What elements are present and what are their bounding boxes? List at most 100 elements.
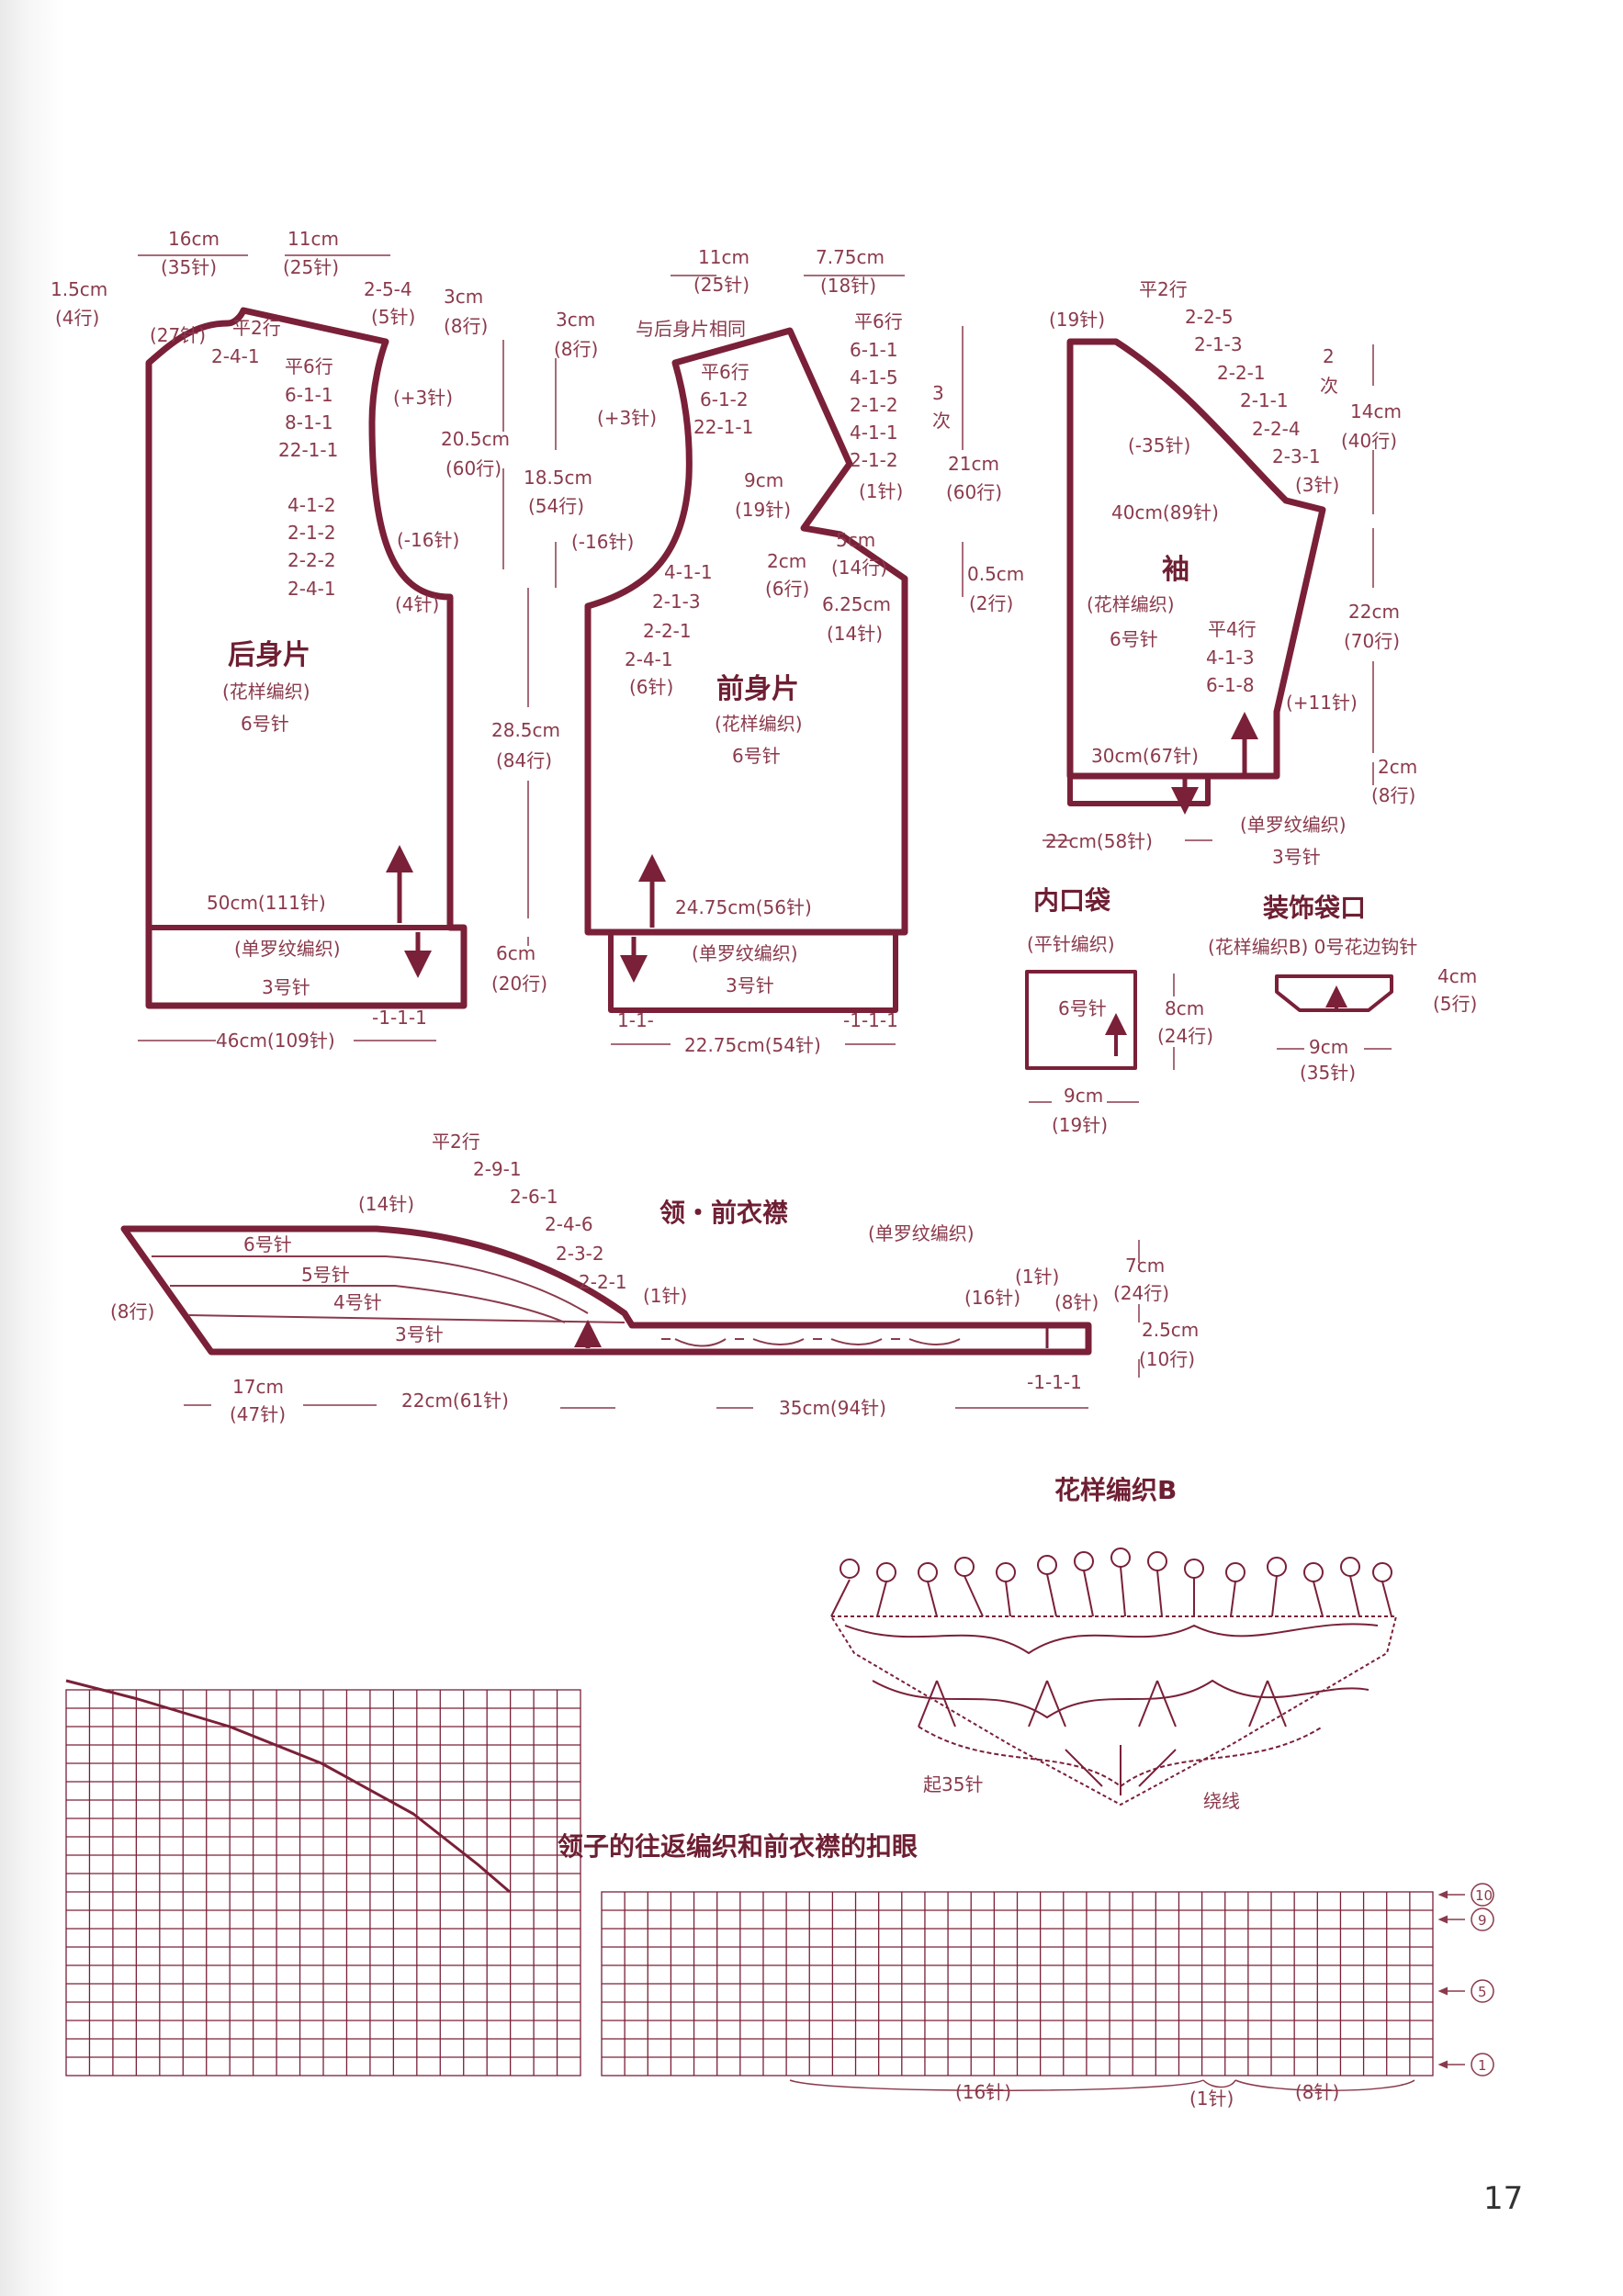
- back-st25: (25针): [283, 256, 339, 278]
- collar-needle5: 5号针: [301, 1264, 350, 1286]
- sleeve-r70: (70行): [1344, 630, 1400, 652]
- back-rib-mark: -1-1-1: [372, 1007, 427, 1029]
- collar-c2: 2-6-1: [510, 1186, 558, 1208]
- front-h5: 5cm: [836, 529, 875, 551]
- deco-pocket-pattern: (花样编织B) 0号花边钩针: [1208, 936, 1417, 958]
- sleeve-flat4: 平4行: [1208, 618, 1257, 640]
- collar-needle6: 6号针: [243, 1233, 292, 1255]
- pattern-b-start: 起35针: [923, 1773, 983, 1795]
- sleeve-h2: 2cm: [1378, 756, 1417, 778]
- collar-piece: [120, 1225, 1092, 1356]
- collar-st47: (47针): [230, 1403, 286, 1425]
- deco-pocket-piece: [1275, 974, 1393, 1012]
- chart-row10: 10: [1475, 1887, 1493, 1904]
- front-p3: (+3针): [597, 407, 657, 429]
- sleeve-c1: 2-2-5: [1185, 306, 1234, 328]
- collar-rib-mark: -1-1-1: [1027, 1371, 1082, 1393]
- back-flat2: 平2行: [232, 317, 281, 339]
- front-w775: 7.75cm: [816, 246, 885, 268]
- sleeve-p11: (+11针): [1286, 692, 1358, 714]
- chart-st8: (8针): [1295, 2081, 1339, 2103]
- back-st27: (27针): [150, 324, 206, 346]
- back-arm3: 2-2-2: [287, 549, 336, 571]
- front-f2: 22-1-1: [693, 416, 753, 438]
- inner-pocket-st19: (19针): [1052, 1114, 1108, 1136]
- chart-labels: 领子的往返编织和前衣襟的扣眼 (16针) (1针) (8针) 10 9 5 1: [558, 1831, 1493, 2110]
- deco-pocket-h4: 4cm: [1437, 965, 1477, 987]
- chart-st1: (1针): [1189, 2088, 1234, 2110]
- front-w2475: 24.75cm(56针): [675, 896, 812, 918]
- pattern-b-labels: 花样编织B 起35针 绕线: [923, 1475, 1240, 1812]
- sleeve-two: 2: [1323, 345, 1335, 367]
- chart-st16: (16针): [955, 2081, 1011, 2103]
- collar-c1: 2-9-1: [473, 1158, 522, 1180]
- back-w16: 16cm: [168, 228, 220, 250]
- sleeve-c6: 2-3-1: [1272, 445, 1321, 467]
- sleeve-rib-needle: 3号针: [1272, 846, 1321, 868]
- back-piece: [145, 307, 468, 1009]
- collar-r10: (10行): [1139, 1348, 1195, 1370]
- collar-ribbing: (单罗纹编织): [868, 1222, 975, 1244]
- collar-c4: 2-3-2: [556, 1243, 604, 1265]
- collar-labels: 领・前衣襟 (单罗纹编织) 平2行 2-9-1 2-6-1 2-4-6 2-3-…: [110, 1131, 1199, 1425]
- back-m16: (-16针): [397, 529, 459, 551]
- inner-pocket-h8: 8cm: [1165, 997, 1204, 1019]
- collar-flat2: 平2行: [432, 1131, 480, 1153]
- front-title: 前身片: [716, 673, 799, 705]
- front-ribbing: (单罗纹编织): [692, 942, 798, 964]
- collar-title: 领・前衣襟: [659, 1198, 788, 1228]
- inner-pocket-pattern: (平针编织): [1027, 933, 1115, 955]
- collar-c5: 2-2-1: [579, 1271, 627, 1293]
- back-ribbing: (单罗纹编织): [234, 938, 341, 960]
- collar-c3: 2-4-6: [545, 1213, 593, 1235]
- back-w50: 50cm(111针): [207, 892, 326, 914]
- back-h15: 1.5cm: [51, 278, 107, 300]
- chart-title: 领子的往返编织和前衣襟的扣眼: [558, 1831, 918, 1862]
- collar-w17: 17cm: [232, 1376, 284, 1398]
- center-h185: 18.5cm: [524, 467, 592, 489]
- back-sh254: 2-5-4: [364, 278, 412, 300]
- back-pattern: (花样编织): [222, 681, 310, 703]
- pattern-b-title: 花样编织B: [1054, 1475, 1177, 1505]
- front-pattern: (花样编织): [715, 713, 803, 735]
- front-st25: (25针): [693, 274, 750, 296]
- sleeve-h22: 22cm: [1348, 601, 1400, 623]
- back-arm4: 2-4-1: [287, 578, 336, 600]
- back-st35: (35针): [161, 256, 217, 278]
- front-w9: 9cm: [744, 469, 783, 491]
- front-r14: (14行): [831, 557, 887, 579]
- sleeve-w22: 22cm(58针): [1045, 830, 1153, 852]
- center-h285: 28.5cm: [491, 719, 560, 741]
- collar-needle4: 4号针: [333, 1291, 382, 1313]
- collar-needle3: 3号针: [395, 1323, 444, 1345]
- chart-row5: 5: [1478, 1984, 1487, 2000]
- back-rib-needle: 3号针: [262, 976, 310, 998]
- collar-h7: 7cm: [1125, 1255, 1165, 1277]
- front-needle: 6号针: [732, 745, 781, 767]
- front-n3: 2-1-2: [850, 394, 898, 416]
- collar-w35: 35cm(94针): [779, 1397, 886, 1419]
- back-a1: 6-1-1: [285, 384, 333, 406]
- chart-row1: 1: [1478, 2057, 1487, 2074]
- front-three: 3: [932, 382, 944, 404]
- center-h205: 20.5cm: [441, 428, 510, 450]
- front-w11: 11cm: [698, 246, 750, 268]
- front-h2: 2cm: [767, 550, 806, 572]
- front-flat6a: 平6行: [701, 361, 750, 383]
- sleeve-c5: 2-2-4: [1252, 418, 1301, 440]
- collar-st14: (14针): [358, 1193, 414, 1215]
- sleeve-needle: 6号针: [1110, 628, 1158, 650]
- sleeve-ribbing: (单罗纹编织): [1240, 814, 1347, 836]
- front-rib-needle: 3号针: [726, 974, 774, 996]
- front-arm4: 2-4-1: [625, 648, 673, 670]
- pattern-b-wrap: 绕线: [1203, 1790, 1240, 1812]
- sleeve-title: 袖: [1162, 554, 1189, 586]
- sleeve-r40: (40行): [1341, 430, 1397, 452]
- collar-st16: (16针): [964, 1287, 1020, 1309]
- back-h3: 3cm: [444, 286, 483, 308]
- sleeve-m35: (-35针): [1128, 434, 1190, 456]
- front-st18: (18针): [820, 275, 876, 297]
- inner-pocket-r24: (24行): [1157, 1025, 1213, 1047]
